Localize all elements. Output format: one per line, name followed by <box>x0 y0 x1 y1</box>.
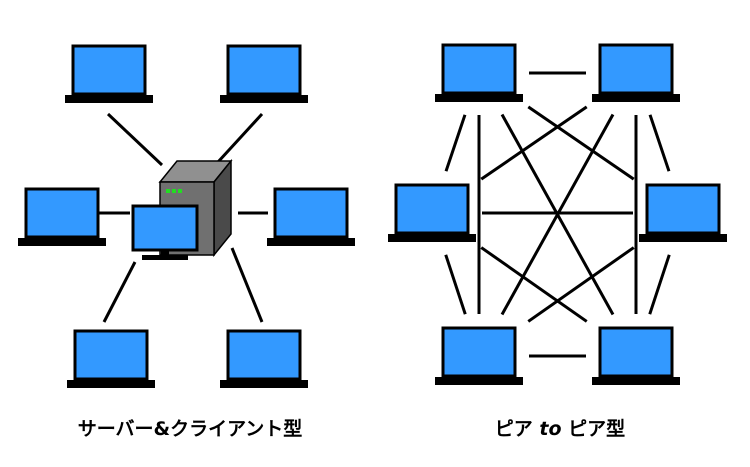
laptop-screen <box>226 44 302 96</box>
laptop-screen <box>598 326 674 378</box>
laptop-base <box>65 95 153 103</box>
laptop-base <box>435 94 523 102</box>
laptop-base <box>18 238 106 246</box>
client-server-caption: サーバー&クライアント型 <box>77 418 303 440</box>
laptop-base <box>388 234 476 242</box>
client-server-diagram <box>18 44 355 388</box>
server-monitor-stand <box>142 255 188 260</box>
laptop-screen <box>71 44 147 96</box>
server-led <box>178 189 182 193</box>
mesh-connection-line <box>648 254 671 315</box>
laptop-base <box>220 380 308 388</box>
connection-line <box>106 112 164 167</box>
server-monitor-screen <box>131 204 199 252</box>
laptop-screen <box>24 187 100 239</box>
peer-laptop-top-right <box>592 43 680 102</box>
laptop-screen <box>598 43 674 95</box>
laptop-screen <box>226 329 302 381</box>
peer-laptop-middle-left <box>388 183 476 242</box>
client-laptop-top-right <box>220 44 308 103</box>
mesh-connection-line <box>444 254 467 315</box>
caption-part-peer-type: ピア型 <box>561 418 626 440</box>
laptop-base <box>220 95 308 103</box>
mesh-connection-line <box>480 246 588 323</box>
laptop-base <box>639 234 727 242</box>
server-led <box>172 189 176 193</box>
mesh-connection-line <box>648 114 671 172</box>
laptop-base <box>592 94 680 102</box>
mesh-connection-line <box>444 114 467 172</box>
caption-part-to: to <box>539 418 562 440</box>
laptop-base <box>435 377 523 385</box>
server <box>131 158 233 260</box>
client-laptop-top-left <box>65 44 153 103</box>
laptop-screen <box>73 329 149 381</box>
laptop-base <box>267 238 355 246</box>
laptop-screen <box>273 187 349 239</box>
mesh-connection-line <box>527 105 635 181</box>
laptop-screen <box>394 183 470 235</box>
peer-to-peer-caption: ピア to ピア型 <box>495 414 625 441</box>
peer-to-peer-diagram <box>388 43 727 385</box>
mesh-connection-line <box>480 105 588 181</box>
laptop-base <box>592 377 680 385</box>
client-laptop-bottom-left <box>67 329 155 388</box>
server-monitor-neck <box>161 251 169 256</box>
peer-laptop-middle-right <box>639 183 727 242</box>
client-laptop-middle-right <box>267 187 355 246</box>
server-led <box>166 189 170 193</box>
laptop-screen <box>441 43 517 95</box>
connection-line <box>216 112 264 164</box>
peer-laptop-bottom-left <box>435 326 523 385</box>
peer-laptop-bottom-right <box>592 326 680 385</box>
laptop-screen <box>645 183 721 235</box>
client-laptop-bottom-right <box>220 329 308 388</box>
laptop-base <box>67 380 155 388</box>
connection-line <box>230 247 264 323</box>
peer-laptop-top-left <box>435 43 523 102</box>
caption-part-peer: ピア <box>494 418 540 440</box>
mesh-connection-line <box>527 246 635 323</box>
connection-line <box>102 261 137 323</box>
laptop-screen <box>441 326 517 378</box>
client-laptop-middle-left <box>18 187 106 246</box>
